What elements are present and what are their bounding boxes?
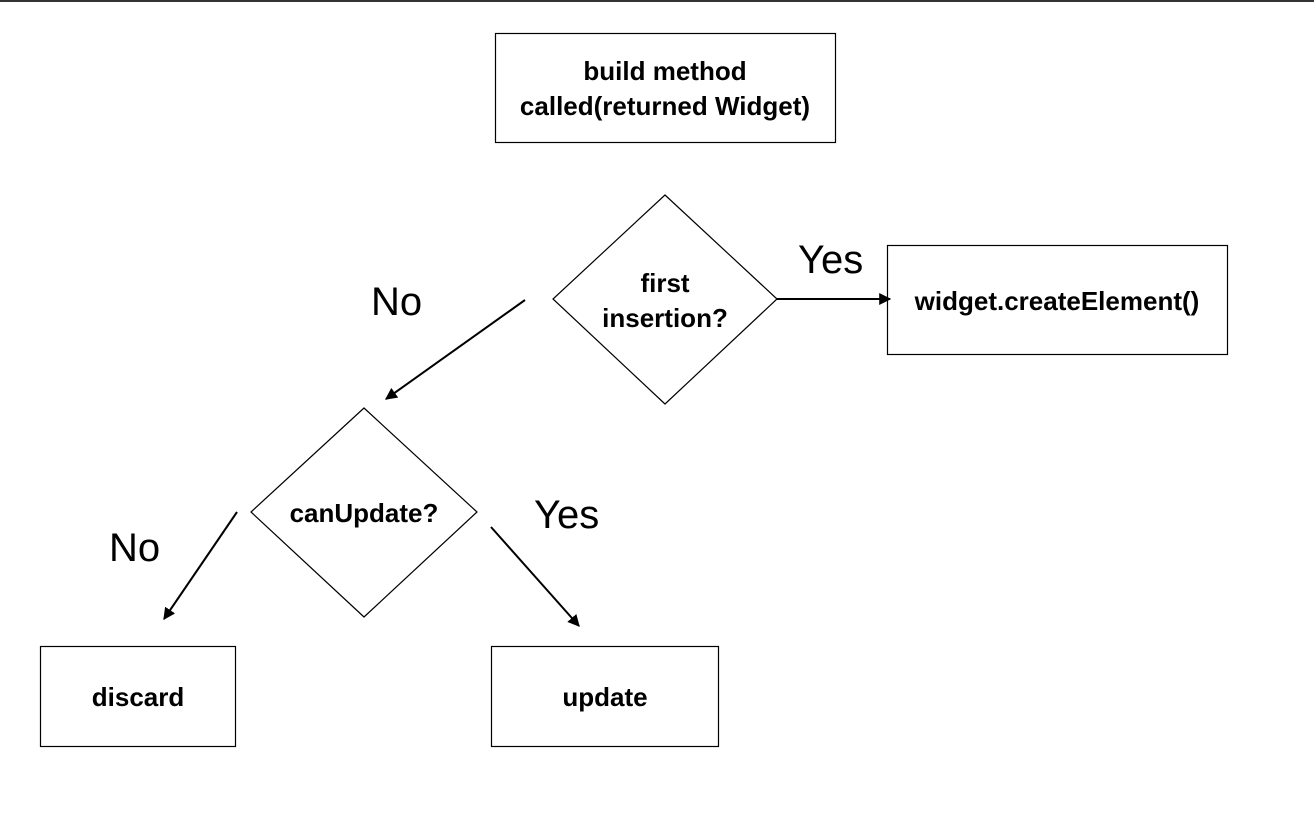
create-element-node: widget.createElement() bbox=[886, 244, 1229, 356]
edge-update-yes-arrow bbox=[490, 526, 580, 627]
first-insertion-label-line1: first bbox=[640, 268, 689, 298]
edge-first-no-arrow bbox=[385, 299, 526, 400]
first-insertion-decision: first insertion? bbox=[552, 194, 778, 405]
update-label: update bbox=[562, 682, 647, 712]
build-method-label-line1: build method bbox=[583, 56, 746, 86]
edge-label-first-no: No bbox=[371, 280, 422, 324]
edge-label-first-yes: Yes bbox=[798, 238, 863, 282]
can-update-decision: canUpdate? bbox=[250, 407, 478, 618]
edge-update-no-arrow bbox=[163, 511, 238, 620]
can-update-label: canUpdate? bbox=[290, 498, 439, 528]
update-node: update bbox=[490, 645, 720, 748]
discard-label: discard bbox=[92, 682, 185, 712]
edge-label-update-no: No bbox=[109, 526, 160, 570]
first-insertion-label-line2: insertion? bbox=[602, 303, 728, 333]
discard-node: discard bbox=[39, 645, 237, 748]
build-method-node: build method called(returned Widget) bbox=[494, 32, 837, 144]
build-method-label-line2: called(returned Widget) bbox=[520, 91, 810, 121]
create-element-label: widget.createElement() bbox=[914, 286, 1200, 316]
edge-label-update-yes: Yes bbox=[534, 493, 599, 537]
